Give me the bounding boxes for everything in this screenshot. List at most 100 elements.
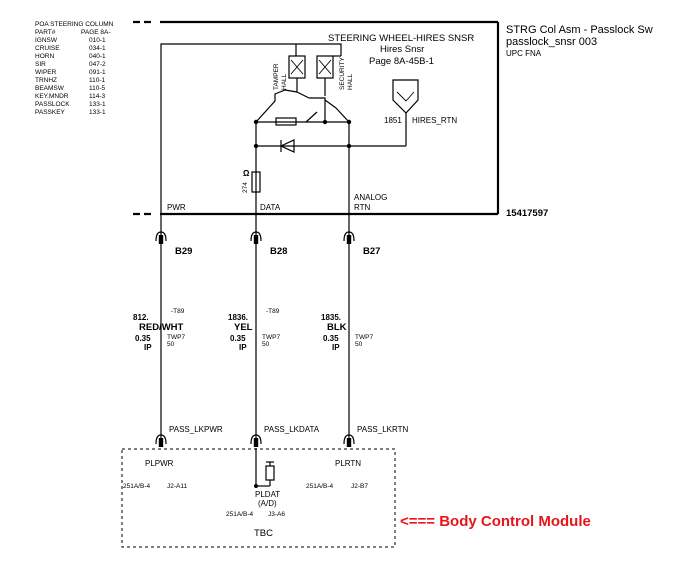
hires-signal-name: HIRES_RTN xyxy=(412,116,457,125)
component-part-number: 15417597 xyxy=(506,208,548,219)
legend-row-page: 040-1 xyxy=(89,53,106,60)
twisted-pair-sub: 50 xyxy=(262,341,270,348)
steering-column-housing xyxy=(133,20,500,216)
left-transistor xyxy=(255,78,326,123)
internal-circuit: TAMPER HALL SECURITY HALL xyxy=(160,43,457,214)
twisted-pair: TWP7 xyxy=(355,334,373,341)
module-pin-plrtn: PLRTN xyxy=(335,459,361,468)
security-hall-sensor: SECURITY HALL xyxy=(316,55,354,90)
wire-color: BLK xyxy=(327,322,347,333)
ref-left-a: 251A/B-4 xyxy=(123,483,150,490)
module-connector xyxy=(250,434,262,447)
pin-label-pwr: PWR xyxy=(167,203,186,212)
legend-row-name: IGNSW xyxy=(35,37,58,44)
module-pin-pldat-sub: (A/D) xyxy=(258,499,277,508)
connector-id: B27 xyxy=(363,246,380,257)
signal-name: PASS_LKRTN xyxy=(357,425,409,434)
legend-row-name: PASSLOCK xyxy=(35,101,70,108)
wire-location: IP xyxy=(332,343,340,352)
bcm-outline xyxy=(121,448,396,548)
wire-location: IP xyxy=(144,343,152,352)
wire-gauge: 0.35 xyxy=(230,334,246,343)
legend-row-name: BEAMSW xyxy=(35,85,65,92)
sensor-page-ref: Page 8A-45B-1 xyxy=(369,56,434,67)
component-title: STRG Col Asm - Passlock Sw xyxy=(506,24,653,36)
twisted-pair: TWP7 xyxy=(167,334,185,341)
diode xyxy=(279,139,295,153)
harness-connector xyxy=(250,231,262,244)
connector-id: B28 xyxy=(270,246,287,257)
legend-row-name: PASSKEY xyxy=(35,109,66,116)
security-hall-label: HALL xyxy=(347,73,354,90)
legend-page-header: PAGE 8A- xyxy=(81,29,111,36)
legend-heading: POA STEERING COLUMN xyxy=(35,21,114,28)
legend-row-page: 010-1 xyxy=(89,37,106,44)
sensor-header: STEERING WHEEL-HIRES SNSR Hires Snsr Pag… xyxy=(328,33,474,67)
body-control-module: PLPWR PLDAT (A/D) PLRTN 251A/B-4 J2-A11 … xyxy=(121,448,396,548)
signal-name: PASS_LKDATA xyxy=(264,425,320,434)
module-connector xyxy=(343,434,355,447)
module-connector xyxy=(155,434,167,447)
resistor-value: 274 xyxy=(242,182,249,193)
wire-gauge: 0.35 xyxy=(135,334,151,343)
connector-id: B29 xyxy=(175,246,192,257)
wire-color: YEL xyxy=(234,322,253,333)
tamper-label: TAMPER xyxy=(273,63,280,90)
hires-pin-number: 1851 xyxy=(384,116,402,125)
series-resistor xyxy=(275,117,297,126)
wire-location: IP xyxy=(239,343,247,352)
resistor-ohm-symbol: Ω xyxy=(243,169,250,178)
tamper-hall-sensor: TAMPER HALL xyxy=(273,55,306,90)
circuit-tag: -T89 xyxy=(171,308,185,315)
module-pin-plpwr: PLPWR xyxy=(145,459,174,468)
ref-right-a: 251A/B-4 xyxy=(306,483,333,490)
sensor-subtitle: Hires Snsr xyxy=(380,44,424,55)
circuit-number: 812. xyxy=(133,313,149,322)
right-transistor xyxy=(305,78,350,123)
component-title-block: STRG Col Asm - Passlock Sw passlock_snsr… xyxy=(506,24,653,219)
harness-connector xyxy=(155,231,167,244)
harness-pins: B29812.-T89RED/WHT0.35IPTWP750PASS_LKPWR… xyxy=(133,231,409,447)
tamper-hall-label: HALL xyxy=(281,73,288,90)
legend-part-header: PART# xyxy=(35,29,56,36)
ref-mid-b: J3-A6 xyxy=(268,511,285,518)
component-subtitle: passlock_snsr 003 xyxy=(506,36,597,48)
wire-color: RED/WHT xyxy=(139,322,184,333)
power-rail xyxy=(160,43,342,214)
ref-left-b: J2-A11 xyxy=(167,483,187,490)
legend-row-page: 110-1 xyxy=(89,77,106,84)
legend-row-name: KEY.MNDR xyxy=(35,93,69,100)
pullup-resistor xyxy=(251,171,261,193)
legend-row-name: CRUISE xyxy=(35,45,60,52)
pldat-resistor xyxy=(265,465,275,481)
pin-label-rtn: RTN xyxy=(354,203,371,212)
bcm-callout: <=== Body Control Module xyxy=(400,513,591,530)
legend-row-page: 114-3 xyxy=(89,93,106,100)
legend-row-page: 133-1 xyxy=(89,109,106,116)
sensor-title: STEERING WHEEL-HIRES SNSR xyxy=(328,33,474,44)
wire-harness: B29812.-T89RED/WHT0.35IPTWP750PASS_LKPWR… xyxy=(133,214,409,447)
circuit-number: 1836. xyxy=(228,313,248,322)
harness-connector xyxy=(343,231,355,244)
twisted-pair-sub: 50 xyxy=(355,341,363,348)
legend-row-page: 110-5 xyxy=(89,85,106,92)
legend-row-name: WIPER xyxy=(35,69,57,76)
twisted-pair: TWP7 xyxy=(262,334,280,341)
module-name: TBC xyxy=(254,528,273,539)
pin-label-data: DATA xyxy=(260,203,281,212)
legend-row-page: 133-1 xyxy=(89,101,106,108)
wire-gauge: 0.35 xyxy=(323,334,339,343)
twisted-pair-sub: 50 xyxy=(167,341,175,348)
legend-row-name: SIR xyxy=(35,61,46,68)
circuit-tag: -T89 xyxy=(266,308,280,315)
module-pin-pldat: PLDAT xyxy=(255,490,280,499)
legend-row-name: HORN xyxy=(35,53,54,60)
security-label: SECURITY xyxy=(339,56,346,90)
signal-name: PASS_LKPWR xyxy=(169,425,223,434)
legend-row-page: 034-1 xyxy=(89,45,106,52)
legend-row-page: 047-2 xyxy=(89,61,106,68)
ref-mid-a: 251A/B-4 xyxy=(226,511,253,518)
page-legend: POA STEERING COLUMN PART# PAGE 8A- IGNSW… xyxy=(35,21,114,116)
